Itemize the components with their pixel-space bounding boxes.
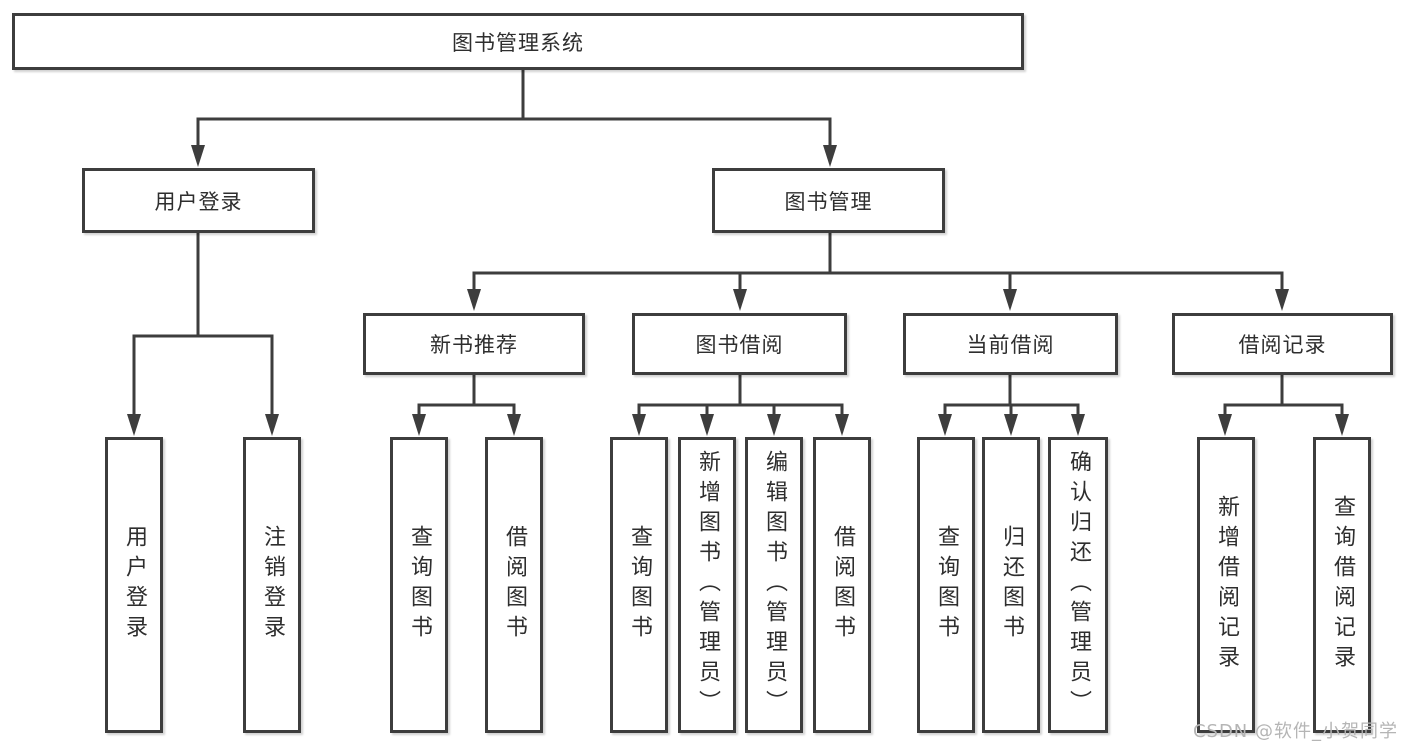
node-label: 图书管理 [784,189,873,214]
node-label: 借阅记录 [1238,333,1327,357]
leaf-user-login: 用户登录 [105,437,163,733]
node-current-borrowing: 当前借阅 [903,313,1118,375]
leaf-borrow-books: 借阅图书 [813,437,871,733]
node-book-management-branch: 图书管理 [712,168,945,233]
leaf-confirm-return-admin: 确认归还（管理员） [1048,437,1108,733]
node-label: 借阅图书 [502,525,527,645]
node-book-borrowing: 图书借阅 [632,313,847,375]
node-root-system: 图书管理系统 [12,13,1024,70]
leaf-query-books-recommend: 查询图书 [390,437,448,733]
node-label: 借阅图书 [830,525,855,645]
node-label: 查询借阅记录 [1330,495,1355,675]
node-label: 查询图书 [934,525,959,645]
leaf-query-borrow-record: 查询借阅记录 [1313,437,1371,733]
node-label: 注销登录 [260,525,285,645]
leaf-borrow-books-recommend: 借阅图书 [485,437,543,733]
node-label: 用户登录 [154,189,243,214]
node-label: 编辑图书（管理员） [762,450,787,720]
leaf-add-borrow-record: 新增借阅记录 [1197,437,1255,733]
leaf-logout: 注销登录 [243,437,301,733]
arrow-stems [132,117,1344,424]
node-label: 确认归还（管理员） [1066,450,1091,720]
node-borrowing-records: 借阅记录 [1172,313,1393,375]
node-new-book-recommend: 新书推荐 [363,313,585,375]
leaf-edit-books-admin: 编辑图书（管理员） [745,437,803,733]
node-label: 归还图书 [999,525,1024,645]
leaf-query-books-current: 查询图书 [917,437,975,733]
leaf-add-books-admin: 新增图书（管理员） [678,437,736,733]
node-label: 当前借阅 [966,333,1055,357]
node-user-login-branch: 用户登录 [82,168,315,233]
node-label: 新增借阅记录 [1214,495,1239,675]
spine-lines [132,67,1344,407]
leaf-return-books: 归还图书 [982,437,1040,733]
node-label: 图书借阅 [695,333,784,357]
node-label: 新增图书（管理员） [695,450,720,720]
node-label: 新书推荐 [430,333,518,357]
node-label: 查询图书 [627,525,652,645]
arrow-heads [127,145,1349,436]
node-label: 图书管理系统 [452,30,584,55]
node-label: 查询图书 [407,525,432,645]
node-label: 用户登录 [122,525,147,645]
leaf-query-books-borrowing: 查询图书 [610,437,668,733]
